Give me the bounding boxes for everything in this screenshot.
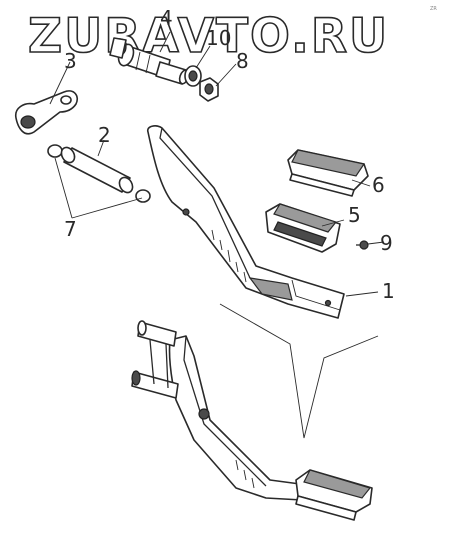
part-1-pedal-arm [146,125,345,319]
callout-6: 6 [372,173,385,197]
callout-4: 4 [160,6,173,30]
callout-9: 9 [380,231,393,255]
callout-labels: 4 10 8 3 2 7 6 5 9 1 [64,6,395,303]
part-8-nut [199,77,219,102]
callout-5: 5 [348,203,361,227]
part-2-axle [60,146,134,194]
part-9-screw [356,240,369,250]
callout-3: 3 [64,49,77,73]
callout-10: 10 [206,26,231,50]
callout-2: 2 [98,123,111,147]
assembly-guide-lines [219,303,379,439]
part-5-pedal-base [265,203,341,253]
leader-lines [49,31,385,297]
part-4-shaft [109,37,190,85]
assembled-pedal [131,320,373,521]
callout-8: 8 [236,49,249,73]
callout-1: 1 [382,279,395,303]
part-10-washer [184,65,202,87]
part-3-lever-plate [14,90,79,135]
corner-mark: ZR [430,6,437,12]
part-6-pedal-pad [287,149,369,197]
callout-7: 7 [64,217,77,241]
watermark-text: ZURAVTO.RU [28,9,389,64]
